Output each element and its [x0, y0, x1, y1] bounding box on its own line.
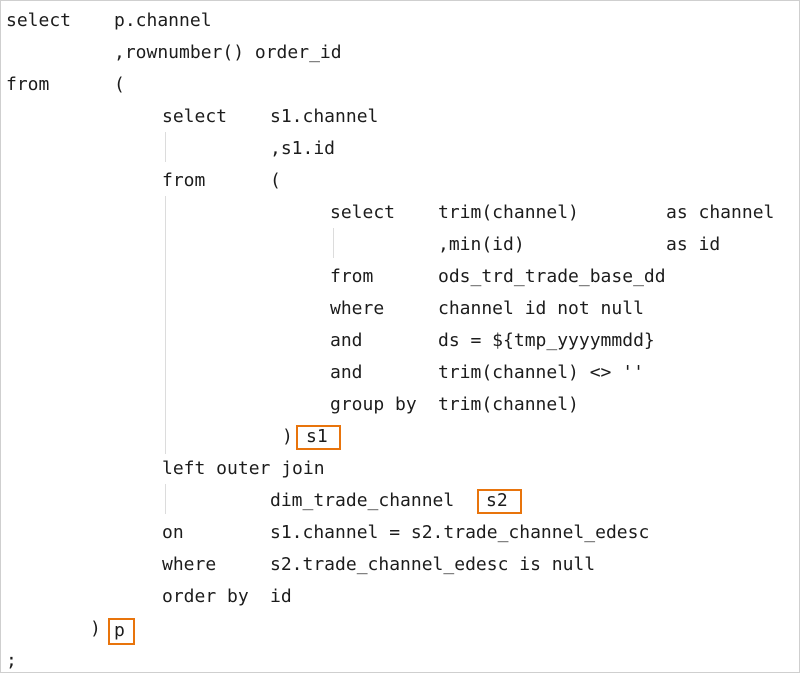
table-name: ods_trd_trade_base_dd [438, 266, 666, 287]
indent-guide [165, 484, 166, 514]
code-expression: p.channel [114, 10, 212, 31]
code-expression: id [270, 586, 292, 607]
code-expression: s1.channel [270, 106, 379, 127]
code-expression: channel id not null [438, 298, 644, 319]
code-expression: s1.channel = s2.trade_channel_edesc [270, 522, 650, 543]
open-paren: ( [270, 170, 281, 191]
alias-s2: s2 [486, 490, 508, 511]
keyword-group-by: group by [330, 394, 417, 415]
alias-highlight-p [108, 618, 135, 645]
alias-highlight-s2 [477, 489, 522, 514]
code-expression: trim(channel) <> '' [438, 362, 644, 383]
keyword-from: from [330, 266, 374, 287]
statement-terminator: ; [6, 650, 17, 671]
alias-clause: as channel [666, 202, 775, 223]
keyword-select: select [330, 202, 396, 223]
open-paren: ( [114, 74, 125, 95]
alias-clause: as id [666, 234, 721, 255]
keyword-from: from [6, 74, 50, 95]
indent-guide [165, 132, 166, 162]
keyword-left-outer-join: left outer join [162, 458, 325, 479]
keyword-select: select [162, 106, 228, 127]
keyword-order-by: order by [162, 586, 249, 607]
keyword-where: where [330, 298, 385, 319]
alias-s1: s1 [306, 426, 328, 447]
alias-p: p [114, 620, 125, 641]
code-expression: ,min(id) [438, 234, 525, 255]
close-paren: ) [90, 618, 101, 639]
indent-guide [333, 228, 334, 258]
code-expression: s2.trade_channel_edesc is null [270, 554, 596, 575]
code-expression: ,s1.id [270, 138, 336, 159]
close-paren: ) [282, 426, 293, 447]
keyword-select: select [6, 10, 72, 31]
alias-highlight-s1 [296, 425, 341, 450]
keyword-from: from [162, 170, 206, 191]
keyword-where: where [162, 554, 217, 575]
code-expression: trim(channel) [438, 394, 579, 415]
keyword-and: and [330, 362, 363, 383]
keyword-on: on [162, 522, 184, 543]
code-expression: ,rownumber() order_id [114, 42, 342, 63]
code-expression: ds = ${tmp_yyyymmdd} [438, 330, 655, 351]
code-expression: trim(channel) [438, 202, 579, 223]
keyword-and: and [330, 330, 363, 351]
indent-guide [165, 196, 166, 454]
table-name: dim_trade_channel [270, 490, 455, 511]
